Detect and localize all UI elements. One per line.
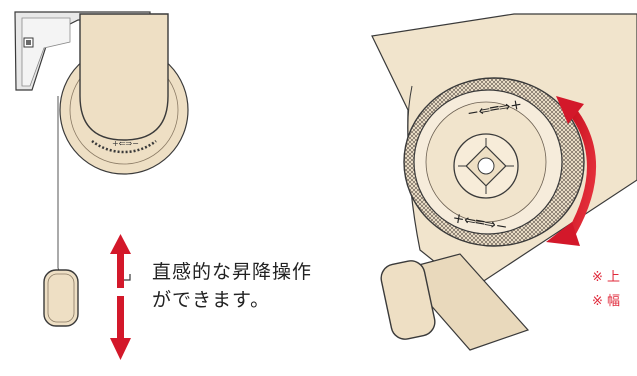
notes: ※ 上 ※ 幅: [592, 266, 620, 314]
note-1: ※ 上: [592, 270, 621, 285]
cord-handle: [43, 269, 131, 327]
arrow-down-icon: [110, 296, 131, 360]
bottom-bar: [398, 253, 530, 351]
side-view-illustration: +⇐⇒−: [14, 11, 189, 360]
headrail-profile: [79, 13, 169, 141]
note-2: ※ 幅: [592, 294, 621, 309]
arrow-up-icon: [110, 234, 131, 288]
rotation-arrow-icon: [546, 96, 596, 246]
dial-closeup-illustration: −⇐═⇒+ +⇐═⇒−: [371, 13, 637, 351]
caption-line-2: ができます。: [152, 289, 271, 311]
caption-line-1: 直感的な昇降操作: [152, 261, 313, 283]
operation-caption: 直感的な昇降操作 ができます。: [152, 258, 312, 314]
plus-minus-dial-icon: +⇐⇒−: [112, 139, 139, 148]
